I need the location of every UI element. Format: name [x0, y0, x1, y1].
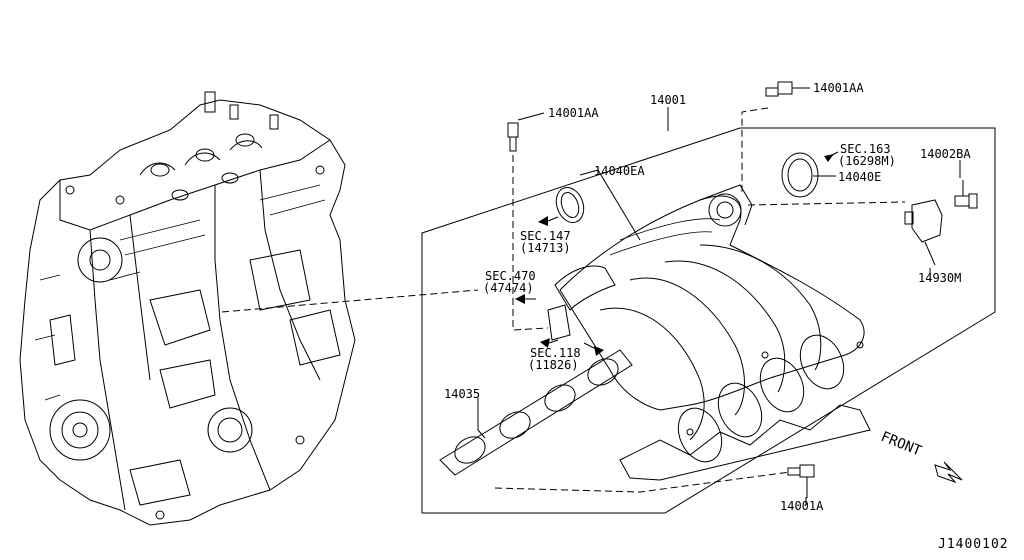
- sec-label-147-ref: (14713): [520, 241, 571, 255]
- part-label-14040E: 14040E: [838, 170, 881, 184]
- part-label-14001AA-top: 14001AA: [813, 81, 864, 95]
- sec-label-470-ref: (47474): [483, 281, 534, 295]
- sensor-14930M-drawing: [904, 199, 943, 266]
- leader-14035: [477, 398, 486, 439]
- part-label-14035: 14035: [444, 387, 480, 401]
- arrow-sec147-icon: [538, 216, 548, 226]
- gasket-14040EA-inner: [560, 191, 580, 219]
- arrow-sec118-left-icon: [540, 338, 550, 348]
- dash-to-14930M: [747, 201, 906, 206]
- arrow-sec118-right-icon: [594, 346, 604, 356]
- sec-label-163-ref: (16298M): [838, 154, 896, 168]
- front-arrow-icon: [934, 461, 963, 484]
- intake-gasket-drawing: [439, 349, 633, 476]
- gasket-14040E-drawing: [781, 152, 819, 198]
- reference-code: J1400102: [938, 537, 1009, 552]
- leader-14040EA: [579, 169, 641, 241]
- sec-label-118: SEC.118: [530, 346, 581, 360]
- front-label: FRONT: [879, 429, 925, 460]
- engine-assembly-drawing: [19, 91, 356, 526]
- dash-engine-to-sec470: [221, 289, 479, 313]
- gasket-14040E-inner: [787, 158, 813, 192]
- part-label-14930M: 14930M: [918, 271, 961, 285]
- bolt-14002BA-drawing: [954, 180, 978, 209]
- bolt-14001A-drawing: [787, 464, 815, 498]
- part-label-14001AA-left: 14001AA: [548, 106, 599, 120]
- arrow-sec163-icon: [824, 152, 840, 162]
- arrow-sec470-icon: [515, 294, 525, 304]
- dash-bolt-14001AA-top: [741, 107, 769, 195]
- sec-label-163: SEC.163: [840, 142, 891, 156]
- dash-bolt-14001AA-left: [512, 155, 549, 331]
- part-label-14040EA: 14040EA: [594, 164, 645, 178]
- intake-assembly-frame: [421, 127, 996, 514]
- sec-label-470: SEC.470: [485, 269, 536, 283]
- bolt-14001AA-top-drawing: [765, 81, 810, 97]
- gasket-14040EA-drawing: [555, 187, 585, 223]
- part-label-14002BA: 14002BA: [920, 147, 971, 161]
- part-label-14001: 14001: [650, 93, 686, 107]
- bolt-14001AA-left-drawing: [507, 112, 545, 152]
- dash-bolt-14001A: [494, 471, 791, 493]
- part-label-14001A: 14001A: [780, 499, 824, 513]
- sec-label-147: SEC.147: [520, 229, 571, 243]
- intake-manifold-drawing: [547, 184, 871, 481]
- sec-label-118-ref: (11826): [528, 358, 579, 372]
